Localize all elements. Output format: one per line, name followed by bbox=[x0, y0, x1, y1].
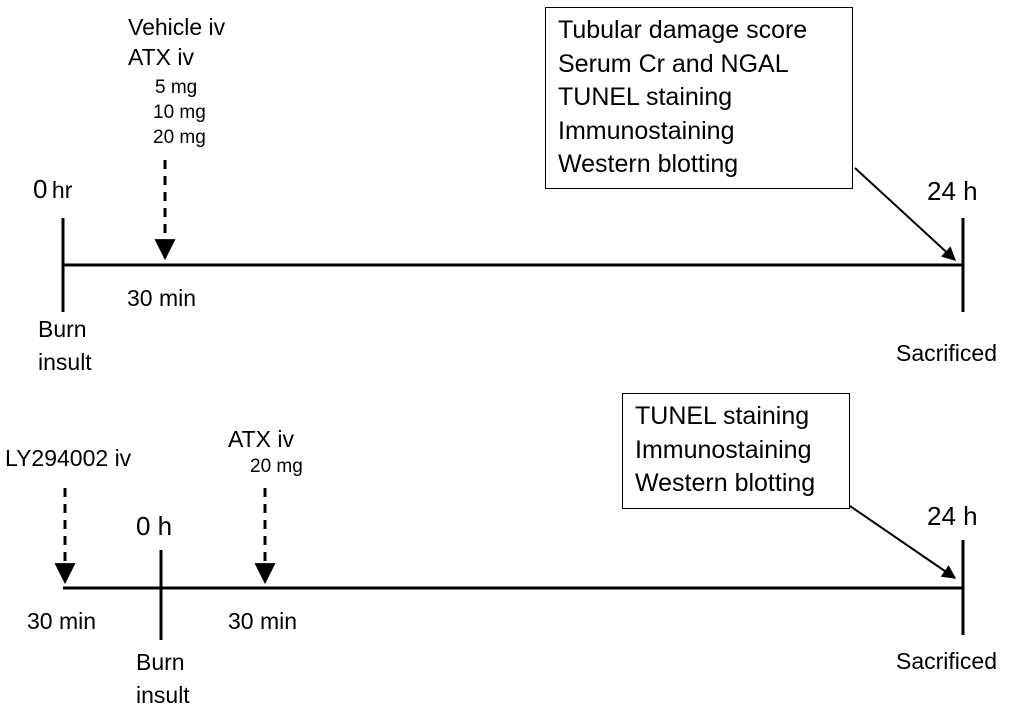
p2-start-event-2: insult bbox=[136, 682, 190, 708]
p1-end-event: Sacrificed bbox=[896, 340, 997, 366]
p2-treatment-time: 30 min bbox=[228, 608, 298, 634]
p2-start-event-1: Burn bbox=[136, 649, 185, 675]
p2-end-time: 24 h bbox=[927, 501, 978, 531]
p1-analysis-2: Serum Cr and NGAL bbox=[558, 49, 789, 78]
p1-analysis-4: Immunostaining bbox=[558, 116, 735, 145]
p1-analysis-3: TUNEL staining bbox=[558, 83, 733, 111]
timeline-2-analysis-arrow bbox=[849, 505, 957, 579]
p1-start-time: 0 hr bbox=[33, 176, 72, 202]
p2-dose: 20 mg bbox=[250, 456, 303, 477]
p1-treatment-time: 30 min bbox=[127, 285, 197, 311]
p1-analysis-1: Tubular damage score bbox=[558, 16, 808, 44]
timeline-1-analysis-arrow bbox=[854, 167, 957, 261]
p2-pretreatment-time: 30 min bbox=[27, 608, 97, 634]
p2-end-event: Sacrificed bbox=[896, 648, 997, 674]
p1-start-event-2: insult bbox=[38, 349, 92, 375]
p1-dose-2: 10 mg bbox=[153, 102, 206, 123]
p2-pretreatment-label: LY294002 iv bbox=[5, 445, 132, 471]
p1-dose-3: 20 mg bbox=[153, 127, 206, 148]
p1-treatment-label-1: Vehicle iv bbox=[128, 14, 226, 40]
p2-analysis-3: Western blotting bbox=[635, 469, 816, 497]
p1-dose-1: 5 mg bbox=[155, 77, 198, 98]
p1-analysis-box: Tubular damage score Serum Cr and NGAL T… bbox=[545, 7, 853, 189]
p2-analysis-1: TUNEL staining bbox=[635, 402, 810, 430]
p1-start-hour: 0 bbox=[33, 174, 48, 204]
p2-analysis-box: TUNEL staining Immunostaining Western bl… bbox=[622, 393, 850, 509]
p1-treatment-label-2: ATX iv bbox=[128, 44, 195, 70]
p2-start-time: 0 h bbox=[136, 511, 173, 541]
p1-end-time: 24 h bbox=[927, 176, 978, 206]
p2-treatment-label: ATX iv bbox=[228, 426, 295, 452]
p1-start-event-1: Burn bbox=[38, 316, 87, 342]
p2-analysis-2: Immunostaining bbox=[635, 435, 812, 464]
p1-start-unit: hr bbox=[51, 177, 73, 203]
p1-analysis-5: Western blotting bbox=[558, 150, 739, 178]
